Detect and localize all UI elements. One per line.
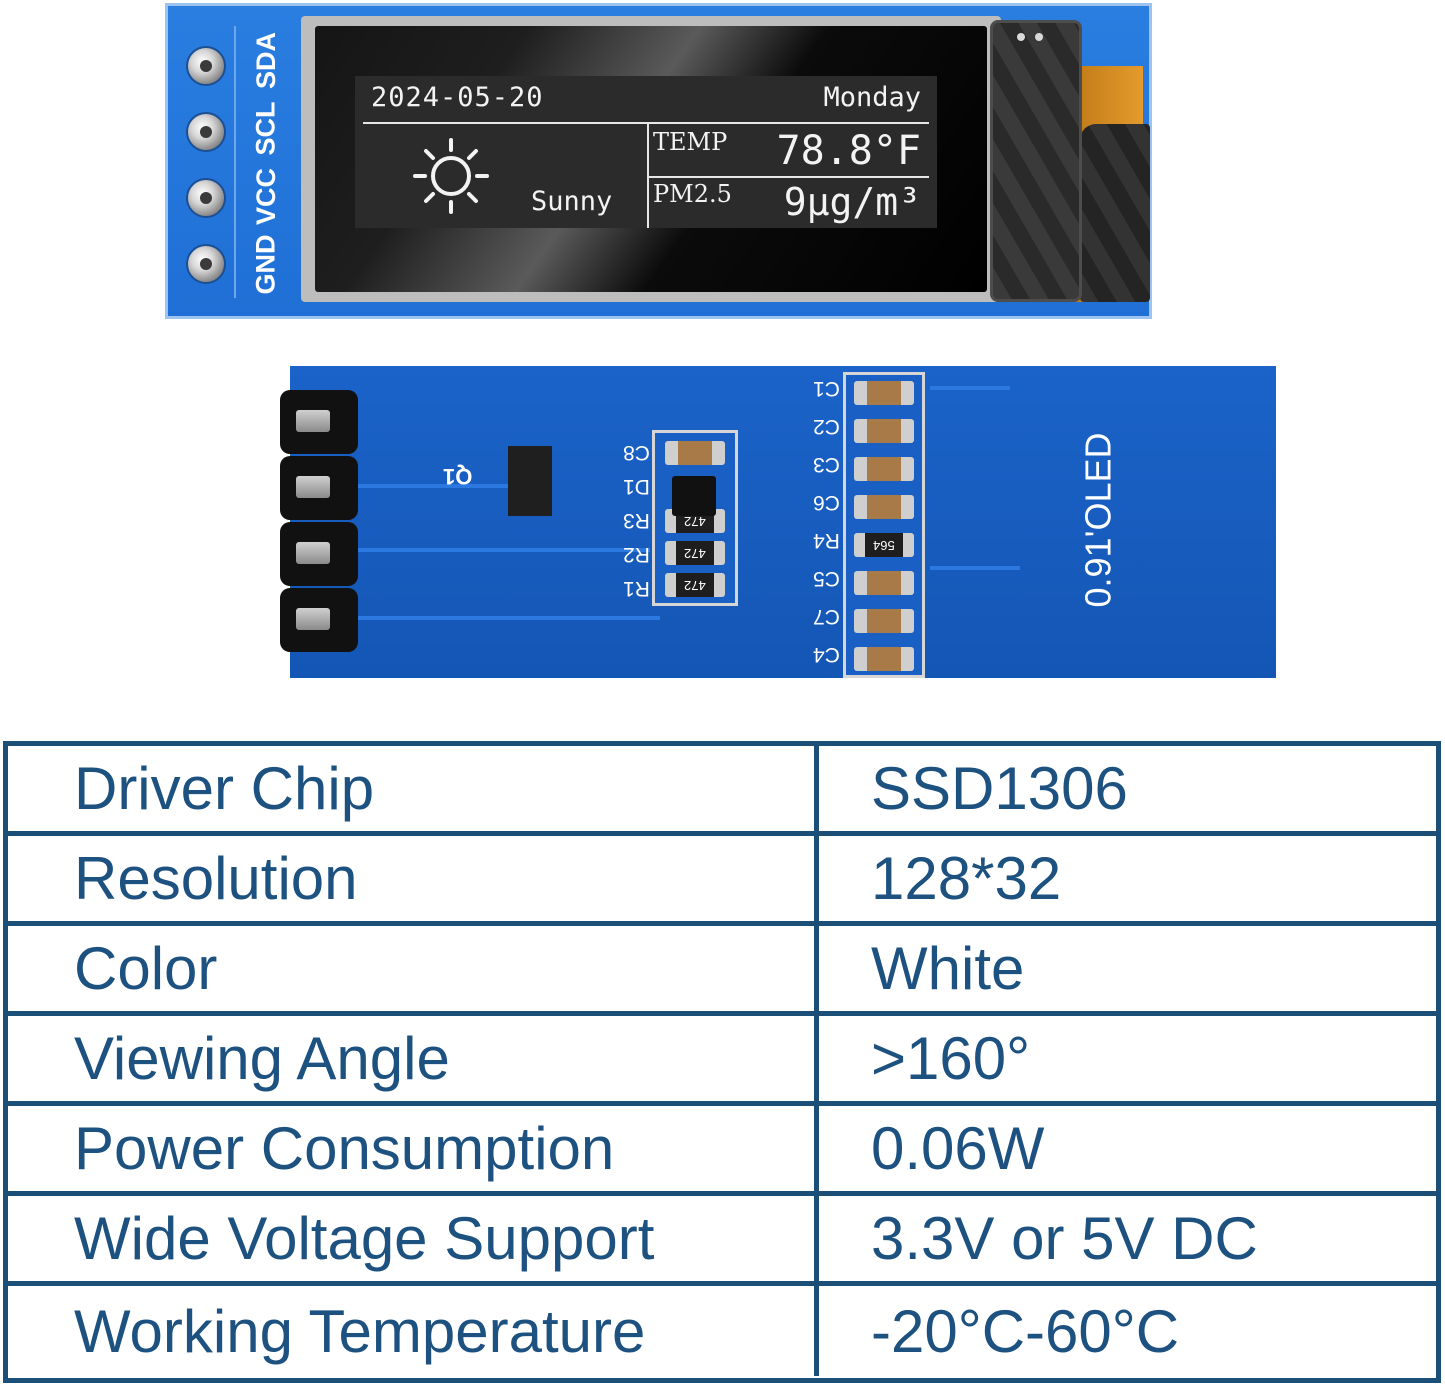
silk-label: C5 xyxy=(812,567,840,590)
smd-capacitor xyxy=(854,381,914,405)
pin-label-gnd: GND xyxy=(250,234,281,294)
table-row: Resolution 128*32 xyxy=(8,836,1436,926)
pin-label-sda: SDA xyxy=(250,31,281,89)
ribbon-cable xyxy=(990,20,1082,302)
oled-day: Monday xyxy=(823,82,921,113)
solder-pad-vcc xyxy=(186,178,226,218)
smd-capacitor xyxy=(854,457,914,481)
table-row: Working Temperature -20°C-60°C xyxy=(8,1286,1436,1376)
oled-temp-label: TEMP xyxy=(653,128,728,156)
spec-label: Wide Voltage Support xyxy=(8,1196,819,1281)
transistor-q1 xyxy=(508,446,552,516)
silk-label: C4 xyxy=(812,643,840,666)
spec-value: >160° xyxy=(871,1025,1031,1092)
smd-capacitor xyxy=(854,571,914,595)
spec-label: Driver Chip xyxy=(8,746,819,831)
silk-label: C2 xyxy=(812,415,840,438)
silk-label: R4 xyxy=(812,529,840,552)
oled-frame: 2024-05-20 Monday xyxy=(301,16,1001,302)
table-row: Viewing Angle >160° xyxy=(8,1016,1436,1106)
spec-table: Driver Chip SSD1306 Resolution 128*32 Co… xyxy=(3,741,1441,1383)
silk-label: R3 xyxy=(622,509,650,532)
spec-value: -20°C-60°C xyxy=(871,1297,1180,1365)
flex-cable-fold xyxy=(1080,124,1150,302)
pcb-trace xyxy=(930,386,1010,390)
smd-capacitor xyxy=(854,647,914,671)
header-pin xyxy=(280,588,358,652)
pin-label-scl: SCL xyxy=(250,101,281,155)
smd-resistor: 472 xyxy=(665,541,725,565)
oled-temp-value: 78.8°F xyxy=(776,128,922,174)
spec-label: Color xyxy=(8,926,819,1011)
pin-label-vcc: VCC xyxy=(250,167,281,225)
header-pin xyxy=(280,390,358,454)
oled-screen: 2024-05-20 Monday xyxy=(315,26,987,292)
smd-capacitor xyxy=(854,609,914,633)
oled-divider xyxy=(363,122,929,124)
oled-module-back: Q1 C8 D1 R3 R2 R1 472 472 472 C1 C2 C3 C… xyxy=(280,366,1276,678)
oled-display-content: 2024-05-20 Monday xyxy=(355,76,937,228)
smd-capacitor xyxy=(854,419,914,443)
silk-label: C8 xyxy=(622,441,650,464)
table-row: Color White xyxy=(8,926,1436,1016)
spec-label: Working Temperature xyxy=(8,1286,819,1376)
solder-pad-scl xyxy=(186,112,226,152)
spec-value: 128*32 xyxy=(871,845,1062,912)
spec-value: 0.06W xyxy=(871,1115,1045,1182)
table-row: Driver Chip SSD1306 xyxy=(8,746,1436,836)
pcb-trace xyxy=(350,616,660,620)
pcb-trace xyxy=(350,548,650,552)
oled-divider xyxy=(647,124,649,228)
ribbon-dot xyxy=(1035,33,1043,41)
silk-label: D1 xyxy=(622,475,650,498)
silk-label: C6 xyxy=(812,491,840,514)
pcb-trace xyxy=(350,484,520,488)
spec-label: Power Consumption xyxy=(8,1106,819,1191)
solder-pad-sda xyxy=(186,46,226,86)
smd-resistor: 564 xyxy=(854,533,914,557)
silk-label: C1 xyxy=(812,377,840,400)
oled-weather-condition: Sunny xyxy=(531,186,613,217)
spec-value: SSD1306 xyxy=(871,755,1128,822)
spec-value: White xyxy=(871,935,1025,1002)
smd-capacitor xyxy=(854,495,914,519)
table-row: Power Consumption 0.06W xyxy=(8,1106,1436,1196)
spec-label: Viewing Angle xyxy=(8,1016,819,1101)
silk-label: R2 xyxy=(622,543,650,566)
pcb-trace xyxy=(930,566,1020,570)
pin-strip xyxy=(174,26,236,298)
sun-icon xyxy=(413,138,489,214)
table-row: Wide Voltage Support 3.3V or 5V DC xyxy=(8,1196,1436,1286)
ribbon-dot xyxy=(1017,33,1025,41)
solder-pad-gnd xyxy=(186,244,226,284)
diode-d1 xyxy=(672,476,716,516)
oled-divider xyxy=(649,176,929,178)
silk-label: R1 xyxy=(622,577,650,600)
spec-value: 3.3V or 5V DC xyxy=(871,1205,1258,1272)
q1-silkscreen: Q1 xyxy=(443,464,473,489)
spec-label: Resolution xyxy=(8,836,819,921)
silk-label: C7 xyxy=(812,605,840,628)
silk-label: C3 xyxy=(812,453,840,476)
board-size-silkscreen: 0.91'OLED xyxy=(1077,432,1119,608)
smd-resistor: 472 xyxy=(665,573,725,597)
smd-capacitor xyxy=(665,441,725,465)
oled-pm-value: 9μg/m³ xyxy=(783,180,921,224)
oled-date: 2024-05-20 xyxy=(371,82,544,113)
header-pin xyxy=(280,456,358,520)
component-group-left: 472 472 472 xyxy=(652,430,738,606)
oled-pm-label: PM2.5 xyxy=(653,180,732,208)
oled-module-front: SDA SCL VCC GND 2024-05-20 Monday xyxy=(165,3,1152,319)
header-pin xyxy=(280,522,358,586)
component-group-right: 564 xyxy=(843,372,925,678)
